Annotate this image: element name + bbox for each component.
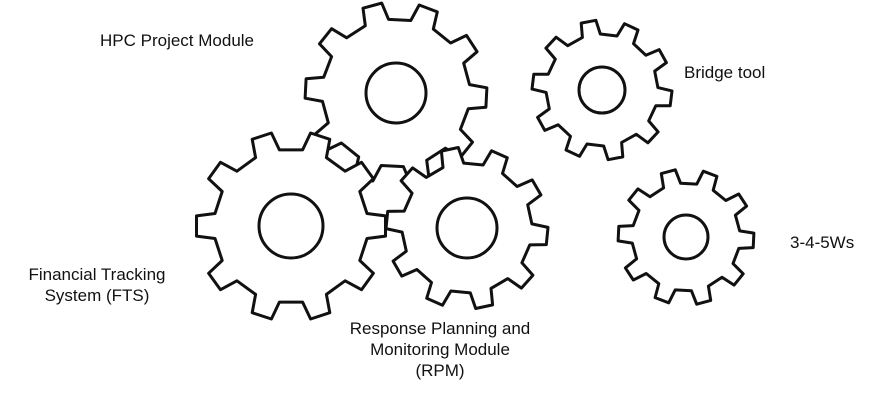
label-3-4-5ws: 3-4-5Ws xyxy=(790,233,855,252)
label-hpc-project-module: HPC Project Module xyxy=(100,31,255,50)
gear-3-4-5ws-hub xyxy=(662,213,710,261)
label-fts-line2: System (FTS) xyxy=(44,286,150,305)
gear-bridge-tool xyxy=(530,18,674,162)
label-rpm-line2: Monitoring Module xyxy=(370,340,510,359)
label-bridge-tool: Bridge tool xyxy=(684,63,766,82)
label-financial-tracking-system: Financial Tracking System (FTS) xyxy=(6,264,188,306)
gear-bridge-tool-hub xyxy=(577,65,627,115)
label-fts-line1: Financial Tracking xyxy=(28,265,166,284)
gear-3-4-5ws xyxy=(616,168,756,306)
gear-response-planning-monitoring-hub xyxy=(435,196,499,260)
gear-hpc-project-module xyxy=(303,1,489,185)
gear-hpc-project-module-hub xyxy=(364,61,428,125)
gear-financial-tracking-system xyxy=(195,131,387,321)
label-rpm-line3: (RPM) xyxy=(415,361,465,380)
gear-financial-tracking-system-hub xyxy=(257,192,325,260)
gear-response-planning-monitoring xyxy=(384,146,550,310)
label-response-planning-monitoring: Response Planning and Monitoring Module … xyxy=(340,318,540,381)
label-rpm-line1: Response Planning and xyxy=(349,319,531,338)
